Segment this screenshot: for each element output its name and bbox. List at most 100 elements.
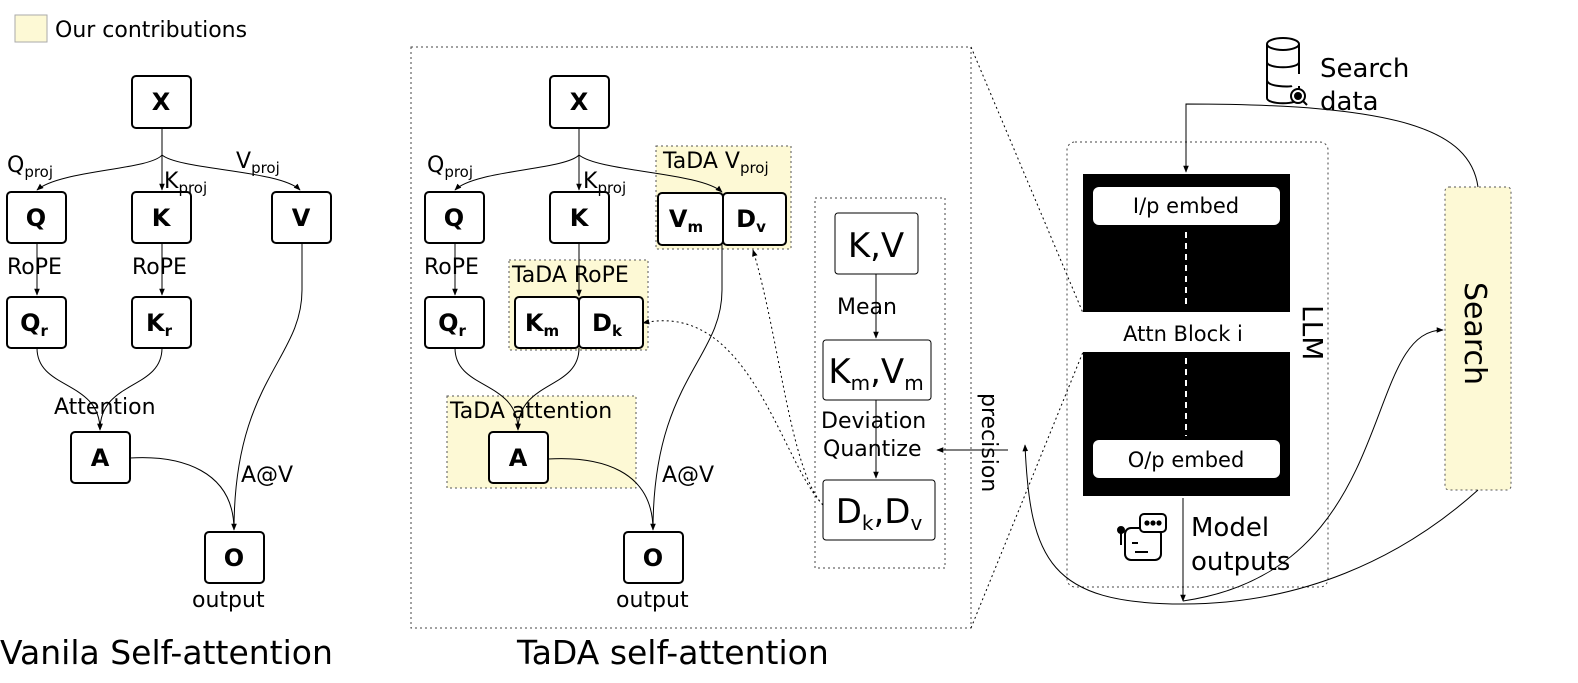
edge-tv-o	[650, 245, 723, 531]
label-av: A@V	[241, 463, 293, 488]
tada-panel	[410, 46, 972, 629]
svg-text:V: V	[292, 204, 311, 232]
node-o: O	[204, 531, 265, 584]
svg-text:Kr: Kr	[146, 309, 173, 340]
tada-title: TaDA self-attention	[516, 633, 829, 672]
tada-attention-diagram: X Q K Qr Vm Dv Km Dk	[410, 46, 972, 672]
node-kr: Kr	[131, 296, 192, 349]
llm-panel: I/p embed Attn Block i O/p embed LLM Sea…	[970, 37, 1512, 629]
node-km: Km	[514, 296, 580, 349]
node-kmvm: Km,Vm	[822, 339, 932, 401]
node-tada-x: X	[549, 75, 610, 129]
node-vm: Vm	[657, 192, 724, 246]
node-tada-q: Q	[424, 191, 485, 244]
node-v: V	[271, 191, 332, 244]
node-tada-a: A	[488, 431, 549, 484]
model-outputs-label-2: outputs	[1191, 547, 1290, 577]
svg-text:Dk,Dv: Dk,Dv	[836, 492, 923, 535]
node-k: K	[131, 191, 192, 244]
svg-text:A: A	[509, 444, 528, 472]
svg-text:O: O	[643, 544, 663, 572]
label-tada-qproj: Qproj	[427, 153, 473, 181]
label-tada-av: A@V	[662, 463, 714, 488]
svg-text:Dv: Dv	[736, 205, 766, 236]
node-x: X	[131, 75, 192, 129]
label-tada-output: output	[616, 588, 689, 613]
svg-text:X: X	[570, 88, 589, 116]
vanilla-attention-diagram: X Q K V Qr Kr A O Qproj	[0, 75, 333, 672]
svg-text:Km: Km	[525, 309, 559, 340]
edge-qr-a	[36, 347, 103, 431]
label-attention: Attention	[54, 395, 156, 420]
robot-icon	[1117, 513, 1167, 561]
label-output: output	[192, 588, 265, 613]
svg-text:Q: Q	[26, 204, 46, 232]
svg-text:Qr: Qr	[438, 309, 466, 340]
edge-tx-v	[578, 154, 723, 193]
label-mean: Mean	[837, 295, 897, 320]
database-search-icon	[1266, 37, 1308, 106]
label-deviation: Deviation	[821, 409, 926, 434]
edge-search-to-precision	[1022, 444, 1479, 605]
quantization-panel: K,V Km,Vm Dk,Dv Mean Deviation Quantize …	[642, 197, 1008, 569]
node-dv: Dv	[722, 192, 787, 246]
edge-x-q	[36, 128, 163, 191]
edge-search-to-ipembed	[1183, 103, 1479, 188]
label-tada-attention: TaDA attention	[449, 399, 612, 424]
node-a: A	[70, 431, 131, 484]
label-kproj: Kproj	[164, 169, 207, 197]
svg-text:K: K	[152, 204, 172, 232]
label-rope-q: RoPE	[7, 255, 62, 280]
svg-text:O: O	[224, 544, 244, 572]
vanilla-title: Vanila Self-attention	[0, 633, 333, 672]
label-tada-rope: TaDA RoPE	[511, 263, 629, 288]
svg-text:K: K	[570, 204, 590, 232]
search-data-label-1: Search	[1320, 54, 1409, 84]
legend-swatch	[14, 14, 48, 43]
dotted-edge-dv	[752, 249, 824, 506]
edge-kr-a	[97, 347, 163, 431]
label-precision: precision	[976, 393, 1001, 492]
legend: Our contributions	[14, 14, 247, 43]
svg-text:Dk: Dk	[592, 309, 623, 340]
ip-embed-label: I/p embed	[1133, 194, 1239, 218]
ip-embed-box	[1093, 187, 1280, 225]
label-tada-rope-q: RoPE	[424, 255, 479, 280]
quant-panel-border	[814, 197, 946, 569]
node-dk: Dk	[578, 296, 644, 349]
zoom-line-top	[970, 46, 1084, 314]
llm-label: LLM	[1296, 305, 1329, 360]
node-q: Q	[6, 191, 67, 244]
model-outputs-label-1: Model	[1191, 513, 1269, 543]
llm-panel-border	[1066, 141, 1329, 588]
node-qr: Qr	[6, 296, 67, 349]
svg-text:Qr: Qr	[20, 309, 48, 340]
label-tada-kproj: Kproj	[583, 169, 626, 197]
edge-a-o	[129, 457, 235, 531]
edge-output-to-search	[1182, 327, 1444, 602]
svg-text:A: A	[91, 444, 110, 472]
edge-ta-o	[547, 458, 654, 531]
search-label: Search	[1457, 282, 1492, 385]
node-tada-o: O	[623, 531, 684, 584]
label-vproj: Vproj	[236, 149, 280, 177]
edge-tkm-a	[515, 347, 580, 431]
label-tada-vproj: TaDA Vproj	[662, 149, 769, 177]
edge-x-v	[161, 154, 301, 191]
search-box	[1444, 186, 1512, 491]
edge-tx-q	[454, 128, 580, 191]
svg-text:K,V: K,V	[848, 226, 904, 266]
legend-label: Our contributions	[55, 18, 247, 43]
attn-block-label: Attn Block i	[1123, 322, 1243, 346]
edge-tqr-a	[454, 347, 521, 431]
edge-v-o	[231, 243, 303, 531]
label-quantize: Quantize	[823, 437, 922, 462]
svg-text:Vm: Vm	[669, 205, 703, 236]
svg-text:X: X	[152, 88, 171, 116]
label-rope-k: RoPE	[132, 255, 187, 280]
node-tada-k: K	[549, 191, 610, 244]
op-embed-label: O/p embed	[1128, 448, 1245, 472]
node-kv: K,V	[834, 212, 919, 275]
svg-text:Km,Vm: Km,Vm	[828, 352, 923, 395]
